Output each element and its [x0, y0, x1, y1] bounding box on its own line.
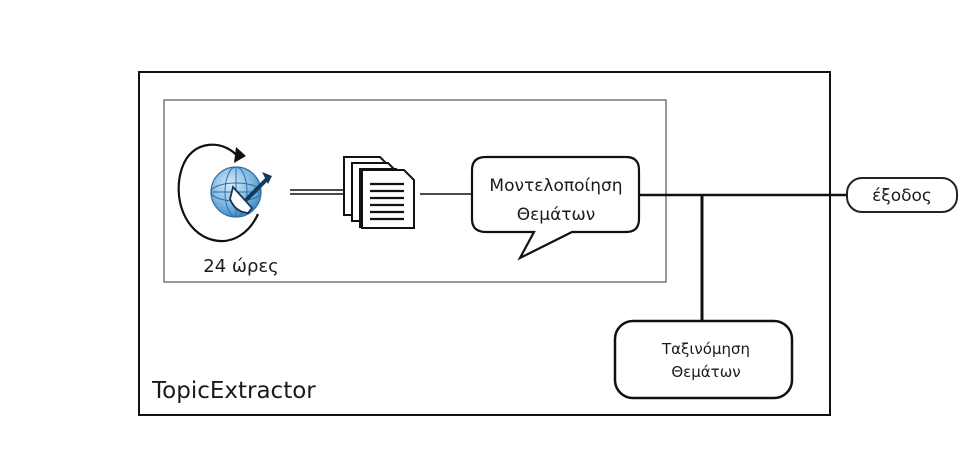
pipeline-frame — [163, 99, 667, 283]
output-node: έξοδος — [846, 177, 958, 213]
system-label: TopicExtractor — [151, 378, 316, 404]
cycle-arrow-icon — [177, 143, 260, 243]
documents-icon — [343, 156, 415, 229]
topic-modeling-callout: Μοντελοποίηση Θεμάτων — [470, 155, 641, 261]
topic-extractor-frame — [138, 71, 831, 416]
output-label: έξοδος — [872, 186, 932, 206]
crawler-label: 24 ώρες — [203, 256, 278, 277]
topic-classification-node: Ταξινόμηση Θεμάτων — [613, 319, 794, 400]
topic-classification-label-line1: Ταξινόμηση — [661, 340, 750, 358]
topic-modeling-label-line2: Θεμάτων — [517, 205, 596, 225]
topic-classification-label-line2: Θεμάτων — [671, 363, 740, 381]
globe-satellite-icon — [210, 166, 272, 218]
connector-crawler-documents — [290, 189, 345, 195]
topic-modeling-label-line1: Μοντελοποίηση — [489, 176, 622, 196]
